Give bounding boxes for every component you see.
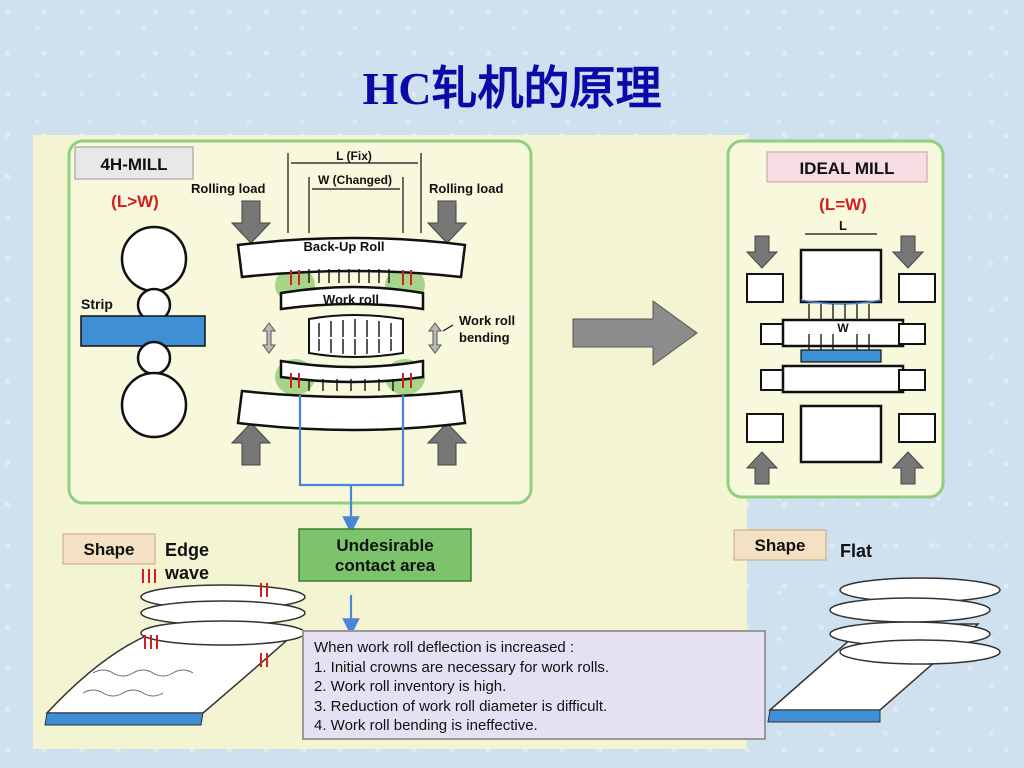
contact-pointer-lines xyxy=(298,395,405,636)
load-arrow-bottom-right xyxy=(426,422,468,466)
ideal-chock xyxy=(898,369,926,391)
ideal-mill-panel: IDEAL MILL (L=W) L W xyxy=(726,139,945,499)
work-roll-bottom xyxy=(279,359,425,384)
ideal-backup-roll-top xyxy=(799,248,883,304)
force-arrows-mid xyxy=(308,319,394,391)
right-shape-label-box xyxy=(733,529,827,561)
bending-arrow-left xyxy=(262,322,276,354)
issue-item: 2. Work roll inventory is high. xyxy=(314,678,507,695)
slide-title: HC轧机的原理 xyxy=(362,63,662,114)
ideal-dim-w-label: W xyxy=(837,321,849,335)
ideal-strip xyxy=(800,349,882,363)
backup-roll-bottom xyxy=(236,389,467,432)
left-shape-label-box xyxy=(62,533,156,565)
left-shape-value-2: wave xyxy=(164,563,209,583)
strip-bar xyxy=(80,315,206,347)
rolling-load-left-label: Rolling load xyxy=(191,181,265,196)
ideal-deflection-line xyxy=(800,299,882,305)
ideal-mill-label: IDEAL MILL xyxy=(799,159,894,178)
4h-mill-condition: (L>W) xyxy=(111,192,159,211)
backup-roll-top-small xyxy=(120,225,188,293)
ideal-mill-condition: (L=W) xyxy=(819,195,867,214)
bending-arrow-right xyxy=(428,322,442,354)
red-force-arrows xyxy=(290,270,412,388)
load-arrow-top-right xyxy=(426,200,468,244)
left-shape-value-1: Edge xyxy=(165,540,209,560)
ideal-chock xyxy=(898,323,926,345)
edge-wave-red-marks xyxy=(142,569,268,667)
issue-item: 1. Initial crowns are necessary for work… xyxy=(314,658,610,676)
issues-heading: When work roll deflection is increased : xyxy=(314,639,575,656)
flat-shape-panel: Shape Flat xyxy=(733,529,1001,723)
ideal-work-roll-bottom xyxy=(781,364,905,394)
ideal-chock xyxy=(898,273,936,303)
load-arrow-top-left xyxy=(230,200,272,244)
bending-pointer xyxy=(442,324,454,332)
work-roll-label: Work roll xyxy=(323,292,379,307)
strip-label: Strip xyxy=(81,296,113,312)
work-roll-bottom-small xyxy=(136,340,172,376)
issue-item: 4. Work roll bending is ineffective. xyxy=(314,717,538,734)
right-shape-label: Shape xyxy=(754,536,805,555)
work-roll-gap xyxy=(308,314,404,358)
force-arrows-top xyxy=(308,269,390,283)
load-arrow-bottom-left xyxy=(230,422,272,466)
ideal-dim-l-label: L xyxy=(839,218,847,233)
dim-l-label: L (Fix) xyxy=(336,149,372,163)
ideal-chock xyxy=(746,273,784,303)
undesirable-line-1: Undesirable xyxy=(336,536,433,555)
transition-arrow xyxy=(572,300,698,366)
work-roll-bending-label-1: Work roll xyxy=(459,313,515,328)
issue-item: 3. Reduction of work roll diameter is di… xyxy=(314,697,608,715)
work-roll-top xyxy=(279,285,425,311)
issues-box: When work roll deflection is increased :… xyxy=(302,630,766,740)
ideal-load-arrow xyxy=(891,235,925,269)
flat-sketch xyxy=(767,577,1001,723)
ideal-load-arrow xyxy=(745,451,779,485)
undesirable-line-2: contact area xyxy=(335,556,436,575)
left-shape-label: Shape xyxy=(83,540,134,559)
ideal-chock xyxy=(746,413,784,443)
ideal-backup-roll-bottom xyxy=(799,404,883,464)
ideal-chock xyxy=(898,413,936,443)
rolling-load-right-label: Rolling load xyxy=(429,181,503,196)
dim-w-label: W (Changed) xyxy=(318,173,392,187)
hc-mill-diagram: 4H-MILL (L>W) Strip L (Fix) W (Changed) … xyxy=(33,135,747,749)
work-roll-bending-label-2: bending xyxy=(459,330,510,345)
ideal-mill-label-box xyxy=(766,151,928,183)
ideal-force-arrows xyxy=(808,304,870,350)
right-shape-value: Flat xyxy=(840,541,872,561)
edge-wave-sketch xyxy=(44,584,306,726)
backup-roll-label: Back-Up Roll xyxy=(304,239,385,254)
ideal-load-arrow xyxy=(745,235,779,269)
4h-mill-label-box xyxy=(74,146,194,180)
4h-mill-label: 4H-MILL xyxy=(100,155,167,174)
ideal-work-roll-top xyxy=(781,318,905,348)
undesirable-contact-box xyxy=(298,528,472,582)
backup-roll-top xyxy=(236,236,467,279)
backup-roll-bottom-small xyxy=(120,371,188,439)
ideal-load-arrow xyxy=(891,451,925,485)
